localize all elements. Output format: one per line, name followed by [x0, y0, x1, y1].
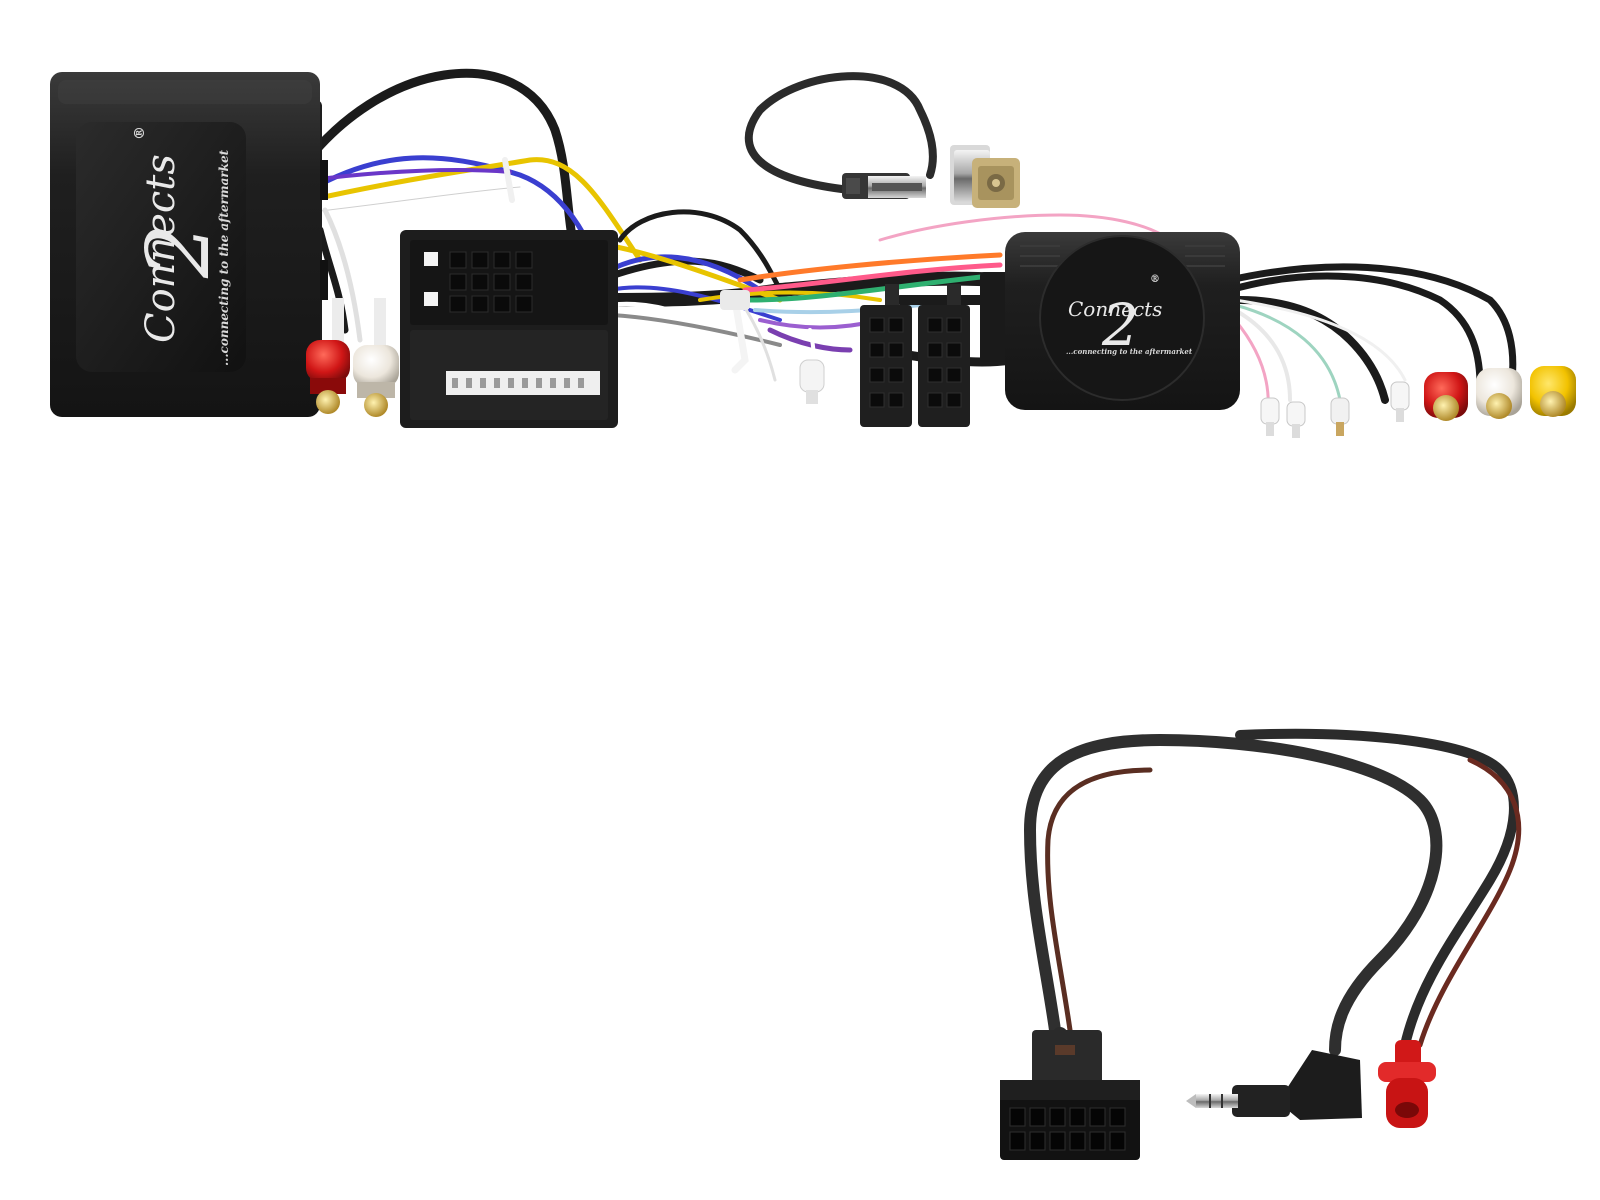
quadlock-pins	[449, 251, 533, 313]
module-badge	[1039, 235, 1205, 401]
badge-number: 2	[1101, 291, 1139, 359]
jack-connector	[1186, 1050, 1362, 1120]
iso-connector-right	[918, 305, 970, 427]
rca-white-left	[353, 345, 399, 417]
multipin-connector	[1000, 1030, 1140, 1160]
brand-wordmark: Connects	[138, 154, 184, 343]
interface-module-large: Connects 2 ...connecting to the aftermar…	[50, 72, 328, 417]
rca-yellow-right	[1530, 366, 1576, 417]
iso-connector-left	[860, 305, 912, 427]
red-spade-connector	[1378, 1040, 1436, 1128]
spade-connector-white	[799, 359, 825, 404]
rca-red-right	[1424, 372, 1468, 421]
rca-white-right	[1476, 368, 1522, 419]
interface-module-small: 2 Connects ...connecting to the aftermar…	[980, 232, 1240, 410]
harness-wires	[295, 69, 1517, 412]
quadlock-connector	[400, 230, 618, 428]
fakra-connector	[950, 145, 1020, 208]
badge-tagline: ...connecting to the aftermarket	[1066, 347, 1193, 356]
iso-connector-pair	[860, 284, 970, 427]
lead-wire-brown	[1045, 767, 1153, 1033]
brand-registered: ®	[132, 126, 148, 140]
brand-number: 2	[129, 223, 229, 279]
cable-ties	[502, 157, 750, 374]
module-label: Connects 2 ...connecting to the aftermar…	[76, 122, 246, 372]
lead-cable-main	[1023, 733, 1443, 1056]
jack-plug-tip	[1196, 1094, 1238, 1108]
brand-tagline: ...connecting to the aftermarket	[217, 149, 231, 366]
rca-trio-right	[1424, 366, 1576, 421]
badge-wordmark: Connects	[1068, 297, 1162, 321]
multipin-pins	[1009, 1107, 1126, 1151]
main-harness: Connects 2 ...connecting to the aftermar…	[50, 69, 1576, 438]
rca-red-left	[306, 340, 350, 414]
usb-fakra-lead	[744, 72, 1020, 208]
badge-registered: ®	[1150, 274, 1160, 285]
lead-wire-red	[1417, 757, 1522, 1048]
spade-connectors-right	[1260, 381, 1410, 438]
rca-pair-left	[306, 298, 399, 417]
steering-control-lead	[1000, 728, 1522, 1160]
